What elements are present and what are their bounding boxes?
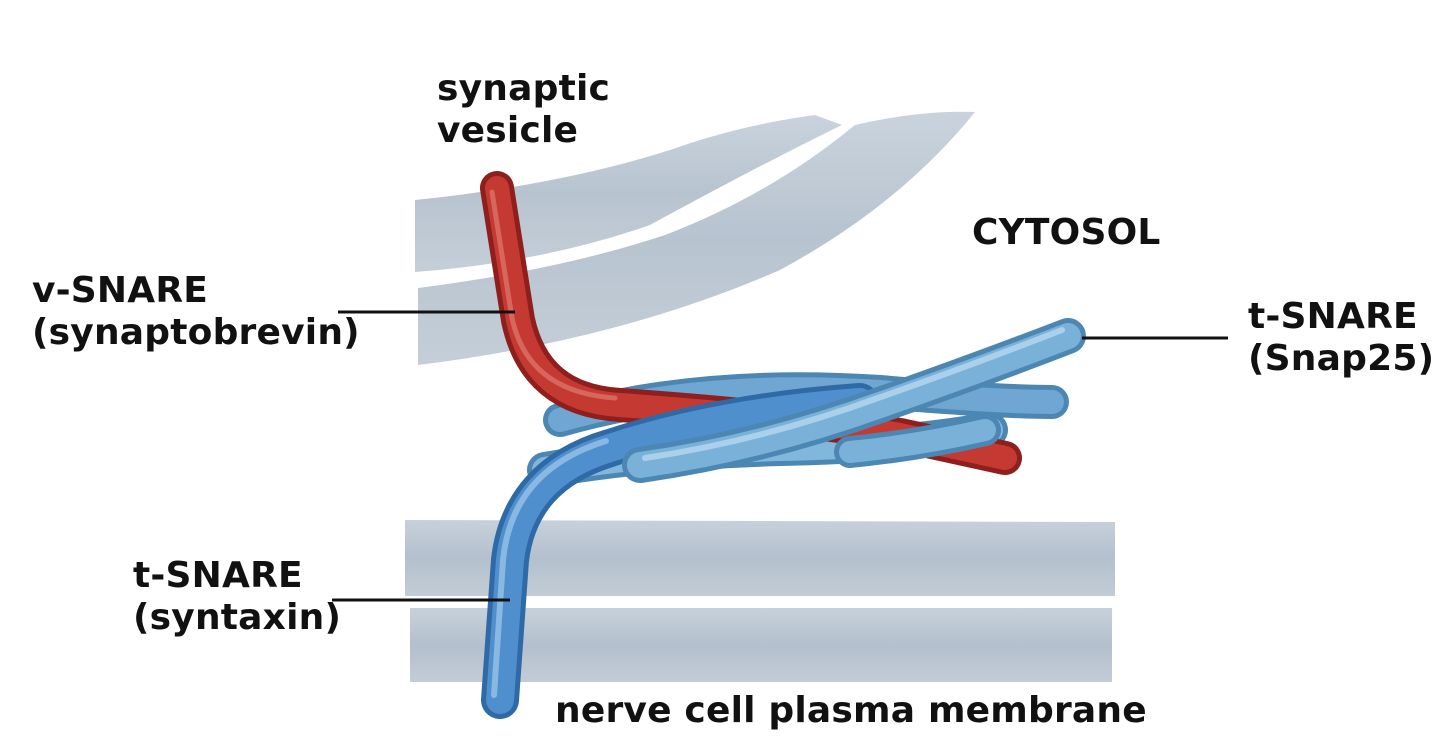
snap25-front-helix-highlight (642, 327, 1065, 461)
v-snare-label: v-SNARE (synaptobrevin) (32, 270, 360, 354)
cytosol-label: CYTOSOL (972, 212, 1161, 253)
t-snare-syntaxin-label-line2: (syntaxin) (133, 597, 342, 638)
syntaxin-body (486, 388, 874, 714)
synaptic-vesicle-label-line1: synaptic (437, 68, 611, 109)
leader-lines (332, 310, 1228, 602)
t-snare-syntaxin (481, 383, 879, 719)
snap25-front-helix (627, 323, 1081, 478)
t-snare-syntaxin-label: t-SNARE (syntaxin) (133, 555, 341, 639)
vesicle-membrane-inner-leaflet (418, 111, 975, 365)
t-snare-syntaxin-label-line1: t-SNARE (133, 555, 303, 596)
t-snare-snap25-label-line2: (Snap25) (1248, 338, 1435, 379)
vesicle-membrane-outer-leaflet (415, 115, 842, 272)
synaptobrevin-highlight (489, 189, 618, 401)
vesicle-membrane (415, 111, 975, 365)
t-snare-snap25 (622, 318, 1086, 483)
t-snare-snap25-label-line1: t-SNARE (1248, 296, 1418, 337)
syntaxin-highlight (491, 438, 609, 698)
v-snare-label-line2: (synaptobrevin) (32, 312, 360, 353)
plasma-membrane (405, 520, 1115, 682)
plasma-membrane-upper-leaflet (405, 520, 1115, 596)
synaptic-vesicle-label: synaptic vesicle (437, 68, 610, 152)
plasma-membrane-label: nerve cell plasma membrane (555, 690, 1147, 731)
v-snare-label-line1: v-SNARE (32, 270, 209, 311)
t-snare-snap25-label: t-SNARE (Snap25) (1248, 296, 1434, 380)
plasma-membrane-lower-leaflet (410, 608, 1112, 682)
synaptic-vesicle-label-line2: vesicle (437, 110, 579, 151)
snap25-short-coil (839, 419, 996, 463)
